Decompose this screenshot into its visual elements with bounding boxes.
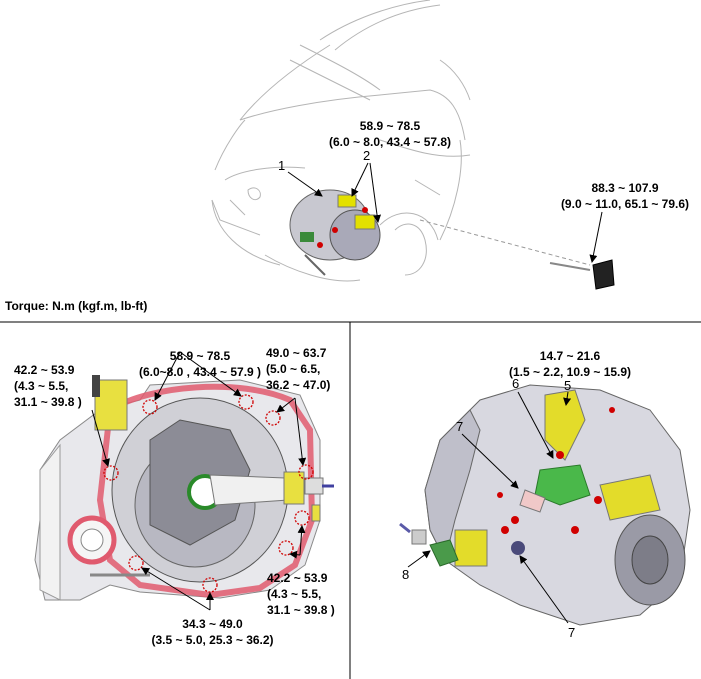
torque-label-right-top: 14.7 ~ 21.6 (1.5 ~ 2.2, 10.9 ~ 15.9) (495, 348, 645, 380)
torque-label-left-top-right: 49.0 ~ 63.7 (5.0 ~ 6.5, 36.2 ~ 47.0) (266, 345, 330, 393)
torque-label-left-top-left: 42.2 ~ 53.9 (4.3 ~ 5.5, 31.1 ~ 39.8 ) (14, 362, 82, 410)
torque-lr-line2: (5.0 ~ 6.5, (266, 362, 321, 376)
callout-number-7-lower: 7 (568, 625, 576, 640)
torque-units-caption: Torque: N.m (kgf.m, lb-ft) (5, 299, 148, 313)
callout-1-line (287, 171, 323, 197)
torque-bottom-line2: (3.5 ~ 5.0, 25.3 ~ 36.2) (151, 633, 274, 647)
torque-lr-line1: 49.0 ~ 63.7 (266, 346, 327, 360)
bell-housing-illustration (34, 375, 334, 601)
callout-number-2: 2 (363, 148, 371, 163)
callout-number-6: 6 (512, 376, 520, 391)
torque-label-top-right: 88.3 ~ 107.9 (9.0 ~ 11.0, 65.1 ~ 79.6) (545, 180, 701, 212)
callout-number-7-upper: 7 (456, 419, 464, 434)
torque-rr-line3: 31.1 ~ 39.8 ) (267, 603, 335, 617)
shift-cable (419, 211, 615, 290)
torque-lt-line2: (4.3 ~ 5.5, (14, 379, 69, 393)
bolt-markers-left (103, 394, 314, 593)
callout-number-5: 5 (564, 378, 572, 393)
torque-label-top-main: 58.9 ~ 78.5 (6.0 ~ 8.0, 43.4 ~ 57.8) (300, 118, 480, 150)
torque-lt-line3: 31.1 ~ 39.8 ) (14, 395, 82, 409)
torque-top-main-line1: 58.9 ~ 78.5 (359, 119, 421, 133)
left-leader-lines (91, 351, 307, 611)
torque-lr-line3: 36.2 ~ 47.0) (266, 378, 331, 392)
transmission-in-vehicle (289, 189, 381, 276)
torque-rr-line2: (4.3 ~ 5.5, (267, 587, 322, 601)
torque-top-main-line2: (6.0 ~ 8.0, 43.4 ~ 57.8) (328, 135, 452, 149)
vehicle-illustration (211, 0, 471, 282)
transmission-side-illustration (399, 384, 691, 626)
callout-2-line-a (351, 162, 369, 197)
torque-lm-line2: (6.0~8.0 , 43.4 ~ 57.9 ) (138, 365, 262, 379)
torque-label-left-bottom: 34.3 ~ 49.0 (3.5 ~ 5.0, 25.3 ~ 36.2) (140, 616, 285, 648)
torque-top-right-line2: (9.0 ~ 11.0, 65.1 ~ 79.6) (560, 197, 690, 211)
torque-top-right-line1: 88.3 ~ 107.9 (591, 181, 659, 195)
torque-lt-line1: 42.2 ~ 53.9 (14, 363, 75, 377)
callout-number-1: 1 (278, 158, 286, 173)
right-leader-lines (407, 391, 572, 624)
torque-label-left-right: 42.2 ~ 53.9 (4.3 ~ 5.5, 31.1 ~ 39.8 ) (267, 570, 335, 618)
torque-rr-line1: 42.2 ~ 53.9 (267, 571, 328, 585)
torque-bottom-line1: 34.3 ~ 49.0 (182, 617, 243, 631)
torque-lm-line1: 58.9 ~ 78.5 (169, 349, 231, 363)
torque-right-top-line2: (1.5 ~ 2.2, 10.9 ~ 15.9) (508, 365, 632, 379)
callout-2-line-b (369, 162, 382, 223)
torque-label-left-top-mid: 58.9 ~ 78.5 (6.0~8.0 , 43.4 ~ 57.9 ) (125, 348, 275, 380)
callout-number-8: 8 (402, 567, 410, 582)
torque-right-top-line1: 14.7 ~ 21.6 (539, 349, 601, 363)
